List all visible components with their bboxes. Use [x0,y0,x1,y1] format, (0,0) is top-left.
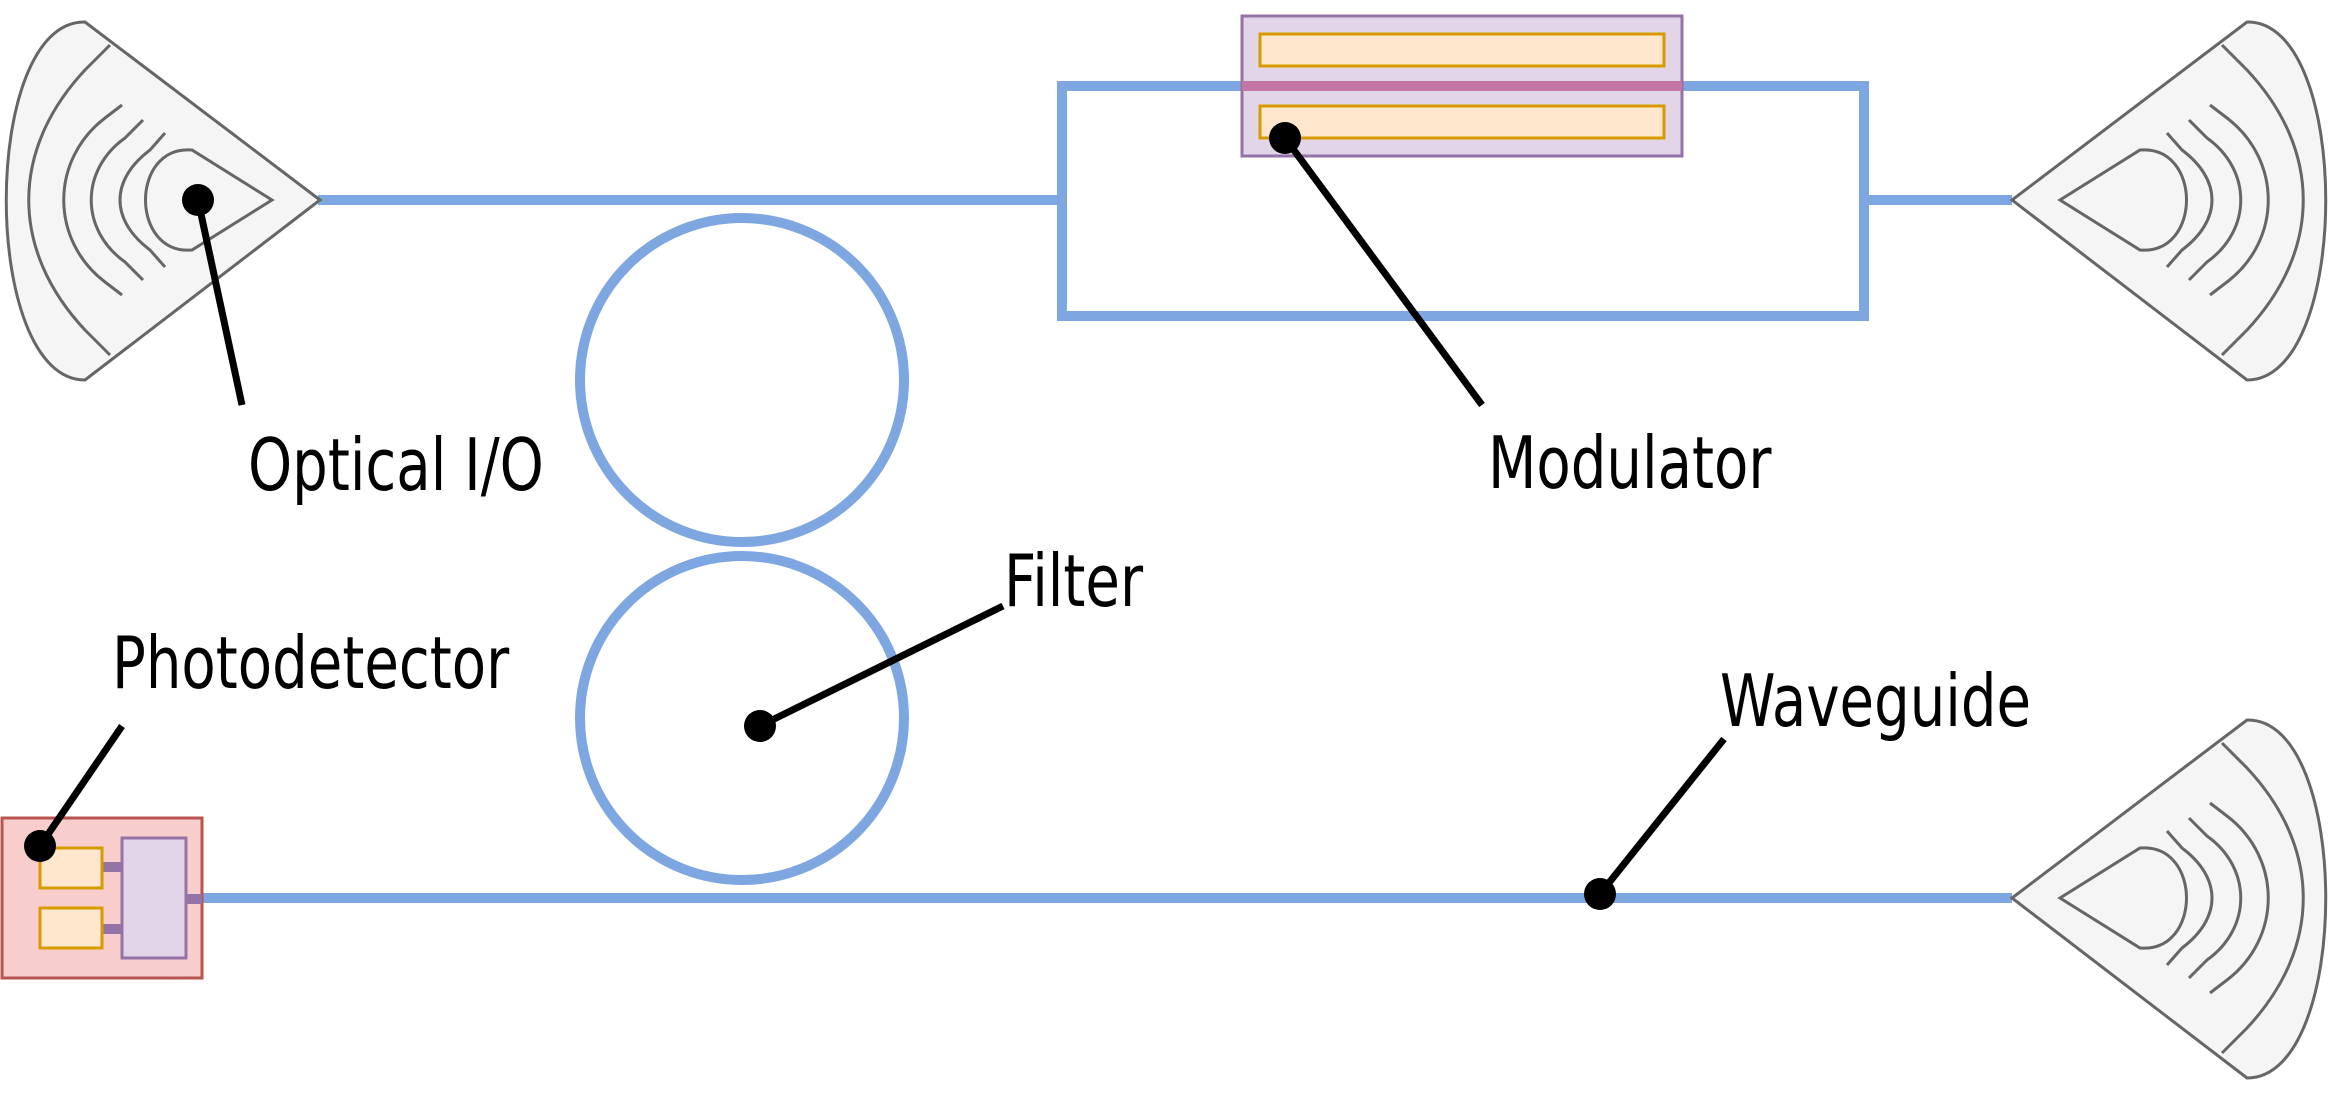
photodetector-bridge-bottom [100,924,124,934]
modulator-block [1240,14,1684,158]
leader-optical-io [194,199,246,406]
ring-resonator-top [575,213,909,547]
grating-coupler-left [5,21,321,381]
modulator-electrode-bottom [1258,104,1666,140]
photodetector-pad-bottom [38,906,104,950]
label-modulator: Modulator [1488,422,1772,506]
marker-optical-io [182,184,214,216]
leader-filter [758,602,1005,730]
leader-modulator [1282,135,1485,408]
leader-photodetector [37,724,125,848]
leader-waveguide [1597,736,1727,897]
photodetector-bridge-output [186,894,202,904]
grating-coupler-right-bottom [2011,719,2327,1079]
annotation-leaders [24,122,1727,910]
modulator-electrode-top [1258,32,1666,68]
label-optical-io: Optical I/O [248,424,544,508]
marker-waveguide [1584,878,1616,910]
label-photodetector: Photodetector [112,622,510,706]
label-filter: Filter [1004,540,1143,624]
photodetector-absorber [120,836,188,960]
grating-coupler-right-top [2011,21,2327,381]
photodetector-bridge-top [100,862,124,872]
component-labels: Optical I/O Modulator Filter Photodetect… [112,422,2031,744]
ring-resonator-bottom [575,551,909,885]
waveguides [200,81,2012,903]
marker-filter [744,710,776,742]
marker-modulator [1269,122,1301,154]
marker-photodetector [24,830,56,862]
label-waveguide: Waveguide [1720,660,2031,744]
